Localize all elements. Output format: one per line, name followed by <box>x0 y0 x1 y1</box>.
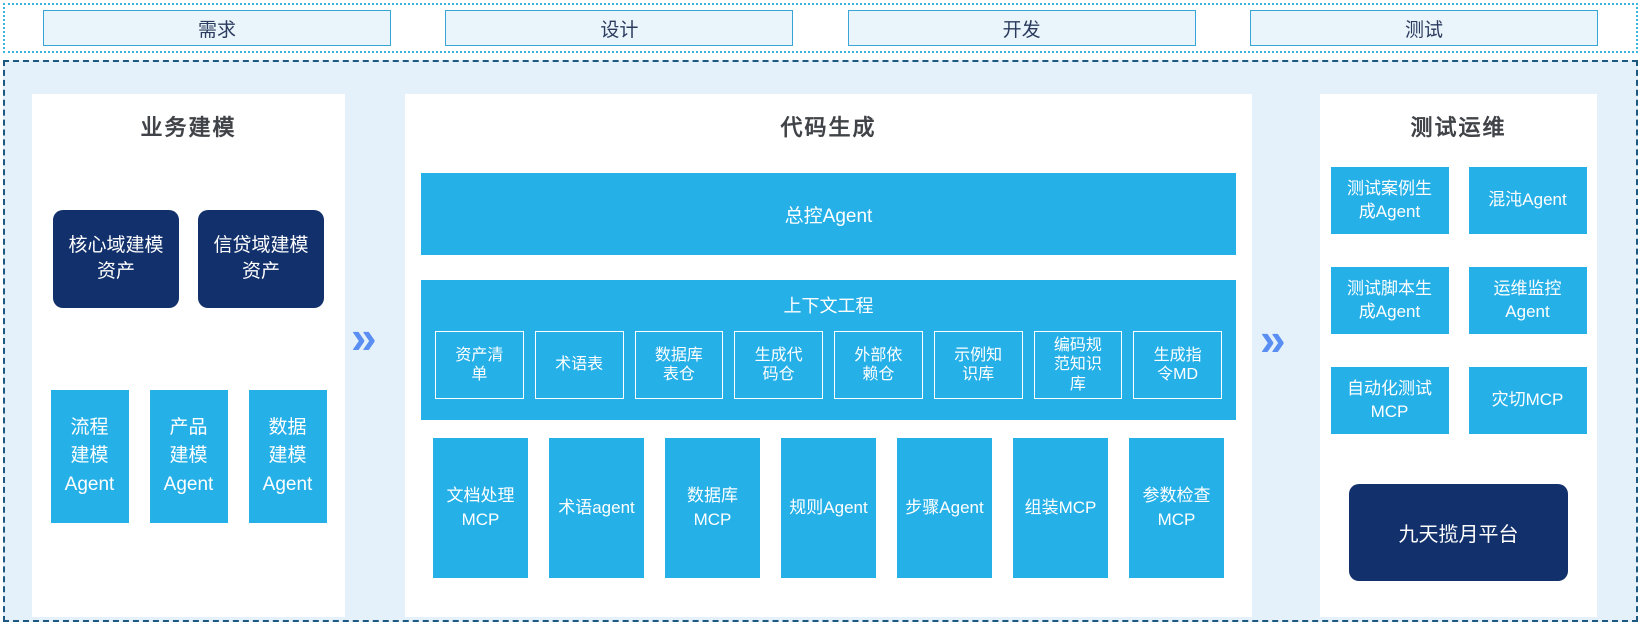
business-modeling-title: 业务建模 <box>140 115 237 140</box>
modeling-agent-box: 产品建模Agent <box>149 390 228 523</box>
test-ops-box: 灾切MCP <box>1468 367 1587 434</box>
test-ops-panel: 测试运维 测试案例生成Agent 混沌Agent 测试脚本生成Agent 运维监… <box>1320 94 1597 617</box>
test-ops-box: 测试案例生成Agent <box>1330 167 1449 234</box>
test-ops-title: 测试运维 <box>1410 115 1507 140</box>
context-engineering-title: 上下文工程 <box>783 296 874 316</box>
generation-tool-box: 步骤Agent <box>897 438 992 578</box>
generation-tool-box: 文档处理MCP <box>433 438 528 578</box>
generation-tool-box: 组装MCP <box>1013 438 1108 578</box>
modeling-asset-box: 信贷域建模资产 <box>198 210 324 308</box>
context-engineering-section: 上下文工程 资产清单 术语表 数据库表仓 生成代码仓 外部依赖仓 示例知识库 <box>421 280 1236 420</box>
context-item-box: 生成代码仓 <box>734 331 823 399</box>
flow-arrow-icon: » <box>351 311 377 363</box>
test-ops-box: 测试脚本生成Agent <box>1330 267 1449 334</box>
modeling-asset-box: 核心域建模资产 <box>53 210 179 308</box>
master-agent-bar: 总控Agent <box>421 173 1236 255</box>
generation-tool-box: 术语agent <box>549 438 644 578</box>
generation-tool-box: 规则Agent <box>781 438 876 578</box>
code-generation-title: 代码生成 <box>780 115 877 140</box>
modeling-agent-row: 流程建模Agent 产品建模Agent 数据建模Agent <box>32 390 345 523</box>
pipeline-stage: 需求 <box>43 10 391 46</box>
modeling-agent-box: 流程建模Agent <box>50 390 129 523</box>
main-band: 业务建模 核心域建模资产 信贷域建模资产 流程建模Agent 产品建模Agent… <box>3 60 1638 622</box>
test-ops-box: 自动化测试MCP <box>1330 367 1449 434</box>
test-ops-box: 运维监控Agent <box>1468 267 1587 334</box>
context-items-row: 资产清单 术语表 数据库表仓 生成代码仓 外部依赖仓 示例知识库 编码规范知识库 <box>435 331 1222 399</box>
context-item-box: 外部依赖仓 <box>834 331 923 399</box>
context-item-box: 生成指令MD <box>1133 331 1222 399</box>
pipeline-stage: 测试 <box>1249 10 1598 46</box>
platform-box: 九天揽月平台 <box>1349 484 1568 581</box>
context-item-box: 编码规范知识库 <box>1033 331 1123 399</box>
context-item-box: 资产清单 <box>435 331 524 399</box>
pipeline-stage: 开发 <box>847 10 1196 46</box>
code-generation-panel: 代码生成 总控Agent 上下文工程 资产清单 术语表 数据库表仓 生成代码仓 … <box>405 94 1252 617</box>
flow-arrow-icon: » <box>1260 313 1286 365</box>
modeling-agent-box: 数据建模Agent <box>248 390 327 523</box>
modeling-asset-row: 核心域建模资产 信贷域建模资产 <box>32 210 345 308</box>
context-item-box: 术语表 <box>534 331 624 399</box>
pipeline-stage: 设计 <box>445 10 794 46</box>
generation-tool-box: 数据库MCP <box>665 438 760 578</box>
test-ops-grid: 测试案例生成Agent 混沌Agent 测试脚本生成Agent 运维监控Agen… <box>1320 167 1597 434</box>
generation-tool-box: 参数检查MCP <box>1129 438 1224 578</box>
context-item-box: 示例知识库 <box>933 331 1023 399</box>
context-item-box: 数据库表仓 <box>634 331 724 399</box>
pipeline-strip: 需求 设计 开发 测试 <box>3 3 1638 53</box>
generation-tools-row: 文档处理MCP 术语agent 数据库MCP 规则Agent 步骤Agent 组… <box>421 438 1236 578</box>
business-modeling-panel: 业务建模 核心域建模资产 信贷域建模资产 流程建模Agent 产品建模Agent… <box>32 94 345 617</box>
test-ops-box: 混沌Agent <box>1468 167 1587 234</box>
